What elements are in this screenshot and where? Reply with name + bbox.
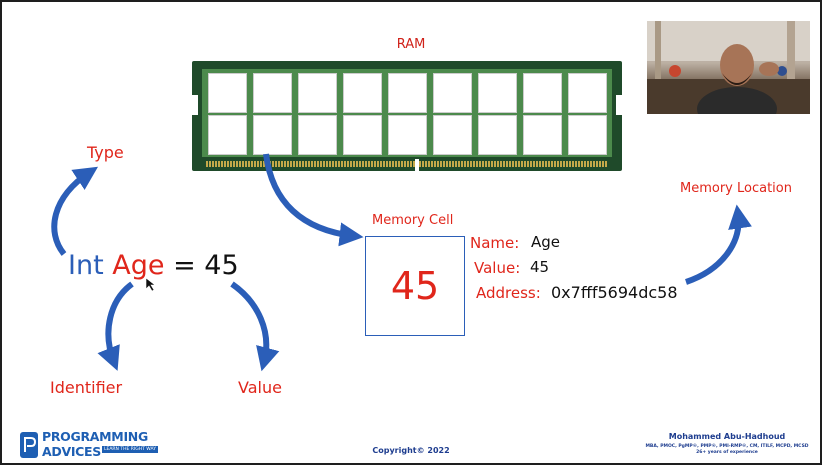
ram-chip bbox=[478, 115, 517, 155]
label-type: Type bbox=[87, 143, 124, 162]
ram-chip bbox=[568, 73, 607, 113]
programming-advices-logo: PROGRAMMING ADVICES LEARN THE RIGHT WAY bbox=[18, 429, 158, 463]
author-block: Mohammed Abu-Hadhoud MBA, PMOC, PgMP®, P… bbox=[642, 432, 812, 455]
ram-chip bbox=[478, 73, 517, 113]
ram-pins bbox=[206, 161, 608, 167]
ram-chip bbox=[523, 115, 562, 155]
ram-chip bbox=[343, 73, 382, 113]
label-identifier: Identifier bbox=[50, 378, 123, 397]
presenter-video-frame bbox=[647, 21, 810, 114]
ram-chip bbox=[388, 73, 427, 113]
arrow-to-type bbox=[51, 166, 99, 256]
ram-chip bbox=[388, 115, 427, 155]
declaration-expression: Int Age = 45 bbox=[68, 250, 239, 281]
identifier-word: Age bbox=[112, 250, 165, 281]
logo-p-icon bbox=[20, 432, 38, 458]
author-experience: 26+ years of experience bbox=[696, 450, 758, 455]
arrow-to-memory-location bbox=[685, 204, 752, 285]
ram-side-notch bbox=[192, 95, 198, 115]
label-memory-cell: Memory Cell bbox=[372, 213, 454, 228]
logo-tagline: LEARN THE RIGHT WAY bbox=[102, 446, 158, 453]
prop-address-key: Address: bbox=[476, 284, 541, 302]
ram-chip bbox=[523, 73, 562, 113]
ram-chip bbox=[298, 115, 337, 155]
type-word: Int bbox=[68, 250, 104, 281]
prop-value-key: Value: bbox=[474, 259, 521, 277]
ram-chip bbox=[298, 73, 337, 113]
author-credentials: MBA, PMOC, PgMP®, PMP®, PMI-RMP®, CM, IT… bbox=[645, 444, 809, 449]
prop-name-value: Age bbox=[531, 233, 561, 251]
ram-chip bbox=[253, 115, 292, 155]
ram-chip bbox=[253, 73, 292, 113]
arrow-to-value bbox=[230, 281, 280, 372]
memory-cell-value: 45 bbox=[390, 264, 440, 308]
ram-key-notch bbox=[415, 159, 419, 171]
cursor-icon bbox=[145, 277, 156, 292]
ram-chip bbox=[568, 115, 607, 155]
prop-name-key: Name: bbox=[470, 234, 520, 252]
ram-module bbox=[192, 61, 622, 171]
prop-address-value: 0x7fff5694dc58 bbox=[551, 283, 678, 302]
author-name: Mohammed Abu-Hadhoud bbox=[668, 432, 786, 441]
ram-chip bbox=[433, 115, 472, 155]
copyright-text: Copyright© 2022 bbox=[372, 446, 450, 455]
label-value: Value bbox=[238, 378, 282, 397]
ram-side-notch bbox=[616, 95, 622, 115]
assignment-text: = 45 bbox=[164, 250, 239, 281]
ram-chip bbox=[208, 115, 247, 155]
arrow-ram-to-cell bbox=[263, 153, 364, 247]
logo-line2: ADVICES bbox=[42, 444, 101, 459]
ram-chip bbox=[433, 73, 472, 113]
ram-chip bbox=[343, 115, 382, 155]
logo-line1: PROGRAMMING bbox=[42, 429, 148, 444]
ram-title: RAM bbox=[396, 37, 426, 52]
ram-board bbox=[202, 69, 612, 157]
arrow-to-identifier bbox=[97, 281, 134, 371]
label-memory-location: Memory Location bbox=[680, 181, 792, 196]
memory-cell-box: 45 bbox=[365, 236, 465, 336]
presenter-video bbox=[647, 21, 810, 114]
ram-chip bbox=[208, 73, 247, 113]
prop-value-value: 45 bbox=[530, 258, 550, 276]
